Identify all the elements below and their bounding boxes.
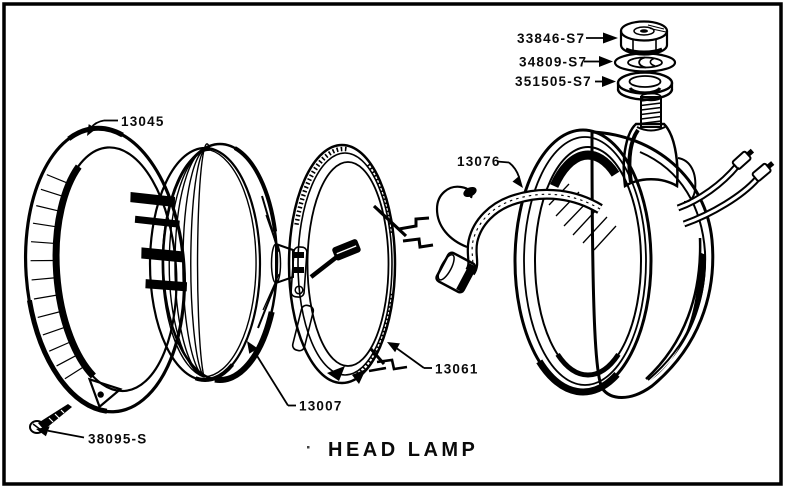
mounting-neck: [622, 122, 679, 189]
pigtail-terminal: [463, 186, 477, 198]
bezel-hatching: [30, 174, 85, 380]
callout-screw: 38095-S: [36, 426, 147, 447]
arrowhead: [602, 76, 616, 87]
part-number-nut: 33846-S7: [517, 31, 585, 46]
ring-bottom-clip: [368, 348, 408, 373]
lock-washer-drawing: [613, 52, 677, 73]
arrowhead: [603, 32, 618, 44]
retaining-ring-drawing: [287, 143, 434, 385]
lens-socket-base: [275, 242, 294, 285]
wiring-harness-drawing: [435, 185, 603, 294]
ink-speck: [307, 446, 310, 449]
part-number-sealed-beam: 13007: [299, 399, 343, 414]
part-number-retaining-ring: 13061: [435, 362, 479, 377]
part-number-washer: 351505-S7: [515, 74, 592, 89]
ring-top-bracket: [372, 204, 434, 249]
part-number-screw: 38095-S: [88, 432, 147, 447]
arrowhead: [599, 56, 613, 67]
adjusting-screw: [309, 254, 340, 279]
callout-retaining-ring: 13061: [387, 342, 479, 377]
bezel-mount-tab: [87, 377, 123, 409]
ring-hatching: [294, 146, 395, 380]
arrowhead: [512, 175, 523, 188]
washer-drawing: [616, 71, 674, 101]
callout-bezel: 13045: [87, 114, 165, 136]
arrowhead: [36, 426, 50, 437]
callout-washer: 351505-S7: [515, 74, 616, 89]
callout-sealed-beam: 13007: [247, 341, 343, 414]
callout-wiring-harness: 13076: [457, 154, 523, 188]
bucket-interior-shadow: [550, 150, 620, 188]
headlamp-wires: [676, 148, 775, 228]
arrowhead: [87, 124, 97, 136]
headlamp-bucket-drawing: [513, 92, 775, 399]
arrowhead: [247, 341, 258, 354]
sealed-beam-lens-drawing: [148, 142, 304, 383]
mounting-screw-drawing: [29, 404, 72, 434]
harness-socket: [435, 251, 477, 294]
stud-hardware-drawing: [613, 20, 677, 101]
nut-drawing: [619, 20, 669, 56]
part-number-lock-washer: 34809-S7: [519, 55, 587, 70]
callouts: 13045 38095-S 13007 13061 13076: [36, 31, 618, 447]
arrowhead: [387, 342, 400, 353]
part-number-bezel: 13045: [121, 114, 165, 129]
callout-lock-washer: 34809-S7: [519, 55, 613, 70]
lens-flutes: [161, 143, 257, 378]
figure-title: HEAD LAMP: [328, 439, 478, 461]
part-number-wiring-harness: 13076: [457, 154, 501, 169]
callout-nut: 33846-S7: [517, 31, 618, 46]
